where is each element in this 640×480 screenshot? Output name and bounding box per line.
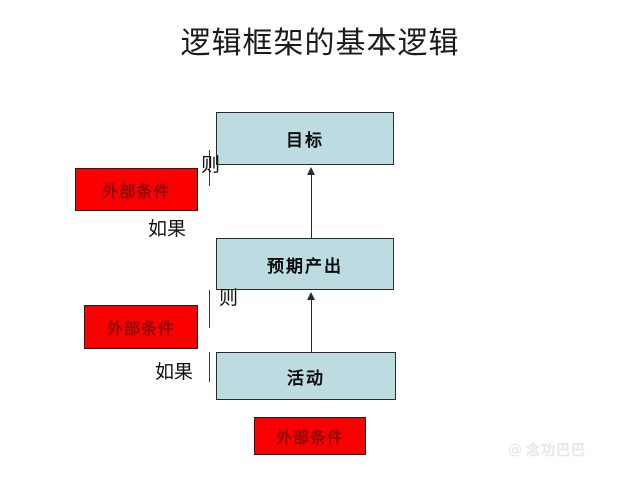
watermark-text: 念功巴巴 [526,442,586,458]
watermark-logo-icon: @ [508,442,523,458]
node-goal[interactable]: 目标 [216,112,394,165]
label-then-lower: 则 [219,288,239,309]
arrow-output-to-goal-head-icon [307,167,315,175]
connector-stroke-middle [209,290,210,328]
node-expected-output[interactable]: 预期产出 [216,238,394,290]
label-if-lower: 如果 [155,362,194,383]
condition-box-middle[interactable]: 外部条件 [84,305,198,349]
label-if-upper: 如果 [148,219,187,240]
node-activity[interactable]: 活动 [216,352,396,400]
arrow-output-to-goal-line [311,175,312,239]
label-then-upper: 则 [201,155,221,176]
page-title: 逻辑框架的基本逻辑 [180,27,460,60]
watermark: @ 念功巴巴 [508,440,586,460]
condition-box-lower[interactable]: 外部条件 [254,417,366,455]
arrow-activity-to-output-line [311,300,312,353]
condition-box-upper[interactable]: 外部条件 [75,168,198,211]
connector-stroke-upper [209,150,210,186]
connector-stroke-lower [209,352,210,382]
arrow-activity-to-output-head-icon [307,292,315,300]
